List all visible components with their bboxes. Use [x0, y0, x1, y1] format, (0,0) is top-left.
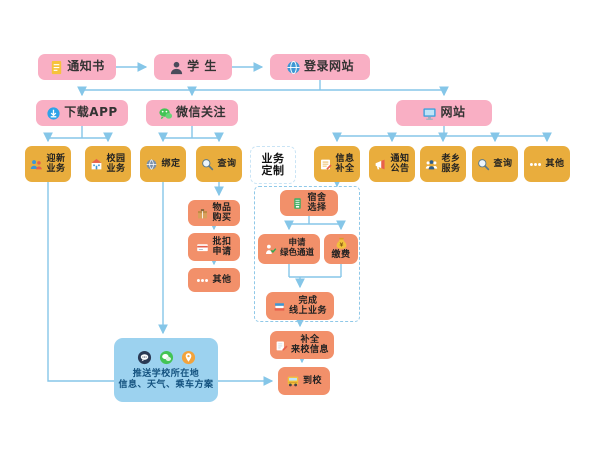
moneybag-icon [335, 237, 348, 250]
node-pay: 缴费 [324, 234, 358, 264]
node-other-wechat: 其他 [188, 268, 240, 292]
globe-icon [286, 60, 301, 75]
node-notice-letter: 通知书 [38, 54, 116, 80]
node-query-wechat: 查询 [196, 146, 242, 182]
node-label: 宿舍 选择 [307, 192, 327, 213]
node-query-web: 查询 [472, 146, 518, 182]
node-dorm-select: 宿舍 选择 [280, 190, 338, 216]
chat-icon [137, 350, 152, 365]
node-label: 信息 补全 [335, 153, 355, 174]
push-info-card: 推送学校所在地 信息、天气、乘车方案 [114, 338, 218, 402]
node-label: 老乡 服务 [441, 153, 461, 174]
dots-icon [196, 274, 209, 287]
books-icon [273, 300, 286, 313]
bus-icon [286, 374, 300, 388]
node-download-app: 下载APP [36, 100, 128, 126]
node-goods-buy: 物品 购买 [188, 200, 240, 226]
node-business-custom: 业务 定制 [250, 146, 296, 184]
node-label: 补全 来校信息 [290, 334, 329, 355]
node-label: 微信关注 [175, 105, 226, 120]
school-building-icon [90, 158, 103, 171]
cabinet-icon [291, 197, 304, 210]
node-label: 查询 [217, 158, 237, 169]
node-student: 学 生 [154, 54, 232, 80]
link-globe-icon [145, 158, 158, 171]
map-pin-icon [181, 350, 196, 365]
dots-icon [529, 158, 542, 171]
node-fill-arrival-info: 补全 来校信息 [270, 331, 334, 359]
node-label: 申请 绿色通道 [279, 238, 314, 258]
node-info-complete: 信息 补全 [314, 146, 360, 182]
node-label: 迎新 业务 [46, 153, 66, 174]
node-label: 通知 公告 [390, 153, 410, 174]
node-label: 物品 购买 [212, 202, 232, 223]
node-arrive-school: 到校 [278, 367, 330, 395]
search-icon [477, 158, 490, 171]
node-label: 到校 [302, 375, 322, 386]
wechat-icon [159, 350, 174, 365]
app-download-icon [46, 106, 61, 121]
group-icon [425, 158, 438, 171]
node-label: 网站 [440, 105, 466, 120]
node-label: 批扣 申请 [212, 236, 232, 257]
node-green-channel: 申请 绿色通道 [258, 234, 320, 264]
green-channel-icon [264, 243, 277, 256]
node-other-web: 其他 [524, 146, 570, 182]
node-wechat-follow: 微信关注 [146, 100, 238, 126]
package-icon [196, 207, 209, 220]
student-icon [169, 60, 184, 75]
node-label: 其他 [545, 158, 565, 169]
node-label: 校园 业务 [106, 153, 126, 174]
node-label: 通知书 [67, 59, 105, 74]
node-label: 完成 线上业务 [288, 295, 327, 316]
bank-card-icon [196, 241, 209, 254]
node-label: 登录网站 [303, 59, 354, 74]
node-campus-service: 校园 业务 [85, 146, 131, 182]
node-label: 学 生 [187, 59, 217, 74]
node-label: 其他 [212, 274, 232, 285]
node-login-website: 登录网站 [270, 54, 370, 80]
node-notice-board: 通知 公告 [369, 146, 415, 182]
push-info-icons [137, 350, 196, 365]
wechat-icon [158, 106, 173, 121]
node-finish-online: 完成 线上业务 [266, 292, 334, 320]
megaphone-icon [374, 158, 387, 171]
node-bind: 绑定 [140, 146, 186, 182]
node-label: 缴费 [331, 250, 351, 261]
node-batch-apply: 批扣 申请 [188, 233, 240, 261]
pencil-note-icon [275, 339, 288, 352]
node-website: 网站 [396, 100, 492, 126]
monitor-icon [422, 106, 437, 121]
form-icon [319, 158, 332, 171]
push-info-text: 推送学校所在地 信息、天气、乘车方案 [118, 369, 214, 390]
node-welcome-service: 迎新 业务 [25, 146, 71, 182]
node-label: 下载APP [64, 105, 118, 120]
people-icon [30, 158, 43, 171]
node-hometown-service: 老乡 服务 [420, 146, 466, 182]
node-label: 业务 定制 [261, 151, 285, 177]
node-label: 查询 [493, 158, 513, 169]
search-icon [201, 158, 214, 171]
node-label: 绑定 [161, 158, 181, 169]
document-icon [49, 60, 64, 75]
